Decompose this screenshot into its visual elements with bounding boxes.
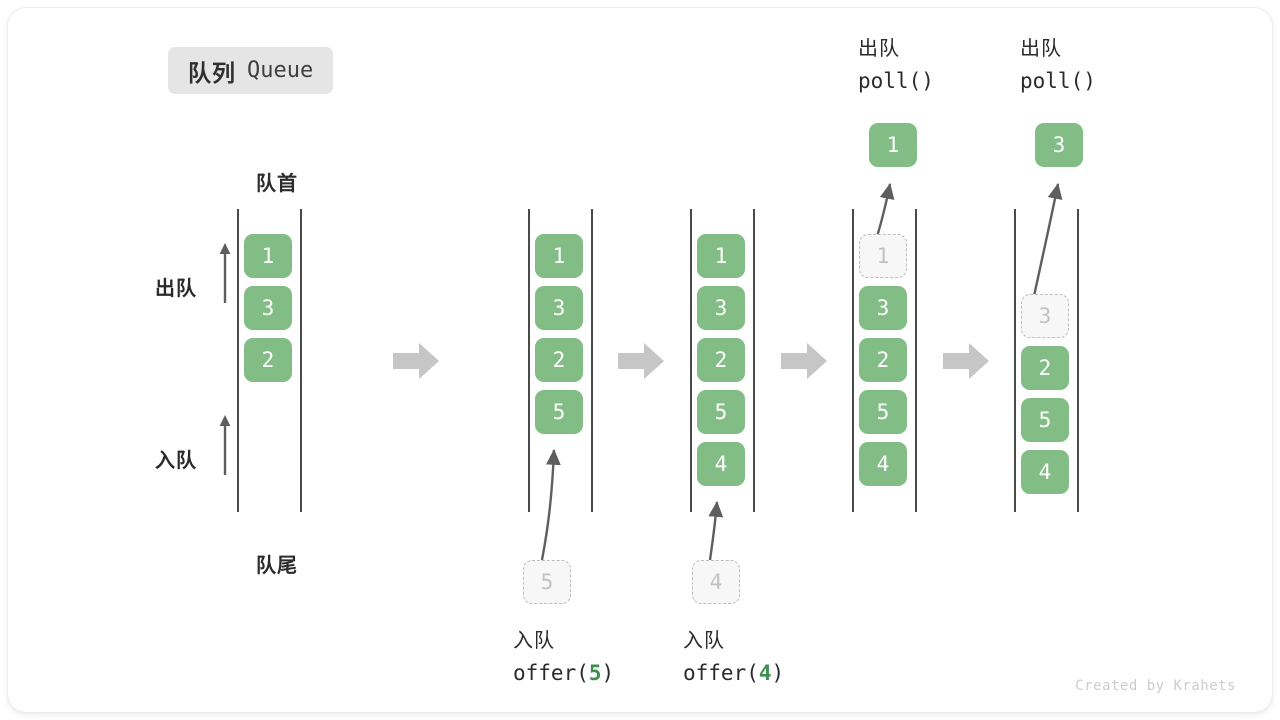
stage-caption-poll-1: 出队 poll(): [858, 34, 934, 98]
rail-left-stage-1: [237, 209, 239, 512]
queue-cell: 1: [244, 234, 292, 278]
queue-cell: 3: [244, 286, 292, 330]
credit-text: Created by Krahets: [1075, 678, 1236, 694]
incoming-ghost-cell: 5: [523, 560, 571, 604]
tail-label: 队尾: [256, 555, 298, 577]
rail-right-stage-1: [300, 209, 302, 512]
queue-cell: 2: [244, 338, 292, 382]
step-arrow-icon: [943, 343, 989, 379]
queue-cell: 2: [535, 338, 583, 382]
dequeue-direction-label: 出队: [155, 278, 197, 300]
queue-cell-ghost: 3: [1021, 294, 1069, 338]
stage-caption-offer-4: 入队 offer(4): [683, 626, 784, 690]
queue-cell: 4: [1021, 450, 1069, 494]
queue-cell: 2: [859, 338, 907, 382]
queue-cell: 4: [859, 442, 907, 486]
queue-cell: 5: [859, 390, 907, 434]
step-arrow-icon: [618, 343, 664, 379]
queue-cell: 2: [697, 338, 745, 382]
enqueue-direction-label: 入队: [155, 450, 197, 472]
caption-cn: 入队: [513, 630, 555, 652]
queue-cell: 3: [859, 286, 907, 330]
incoming-ghost-cell: 4: [692, 560, 740, 604]
caption-cn: 出队: [1020, 38, 1062, 60]
queue-cell-ghost: 1: [859, 234, 907, 278]
caption-code: poll(): [1020, 69, 1096, 93]
step-arrow-icon: [781, 343, 827, 379]
queue-cell: 5: [697, 390, 745, 434]
popped-cell: 3: [1035, 123, 1083, 167]
caption-cn: 出队: [858, 38, 900, 60]
enqueue-arrow-4: [708, 501, 724, 561]
rail-left-stage-3: [690, 209, 692, 512]
queue-cell: 2: [1021, 346, 1069, 390]
queue-cell: 1: [697, 234, 745, 278]
dequeue-arrow-3: [1032, 183, 1063, 297]
queue-cell: 3: [535, 286, 583, 330]
title-badge: 队列 Queue: [168, 47, 334, 94]
enqueue-direction-arrow-icon: [219, 415, 231, 475]
caption-code: poll(): [858, 69, 934, 93]
queue-cell: 3: [697, 286, 745, 330]
stage-caption-poll-3: 出队 poll(): [1020, 34, 1096, 98]
rail-left-stage-5: [1014, 209, 1016, 512]
step-arrow-icon: [393, 343, 439, 379]
title-cn: 队列: [188, 59, 236, 86]
rail-right-stage-2: [591, 209, 593, 512]
caption-cn: 入队: [683, 630, 725, 652]
diagram-canvas: 队列 Queue 队首 队尾 出队 入队 1 3 2: [8, 8, 1272, 712]
caption-code: offer(5): [513, 661, 615, 685]
rail-right-stage-4: [915, 209, 917, 512]
rail-right-stage-5: [1077, 209, 1079, 512]
queue-cell: 4: [697, 442, 745, 486]
enqueue-arrow-5: [540, 449, 561, 561]
stage-caption-offer-5: 入队 offer(5): [513, 626, 614, 690]
rail-right-stage-3: [753, 209, 755, 512]
popped-cell: 1: [869, 123, 917, 167]
title-en: Queue: [247, 58, 314, 83]
queue-cell: 5: [1021, 398, 1069, 442]
head-label: 队首: [256, 173, 298, 195]
rail-left-stage-2: [528, 209, 530, 512]
rail-left-stage-4: [852, 209, 854, 512]
queue-cell: 1: [535, 234, 583, 278]
dequeue-direction-arrow-icon: [219, 243, 231, 303]
caption-code: offer(4): [683, 661, 785, 685]
queue-cell: 5: [535, 390, 583, 434]
